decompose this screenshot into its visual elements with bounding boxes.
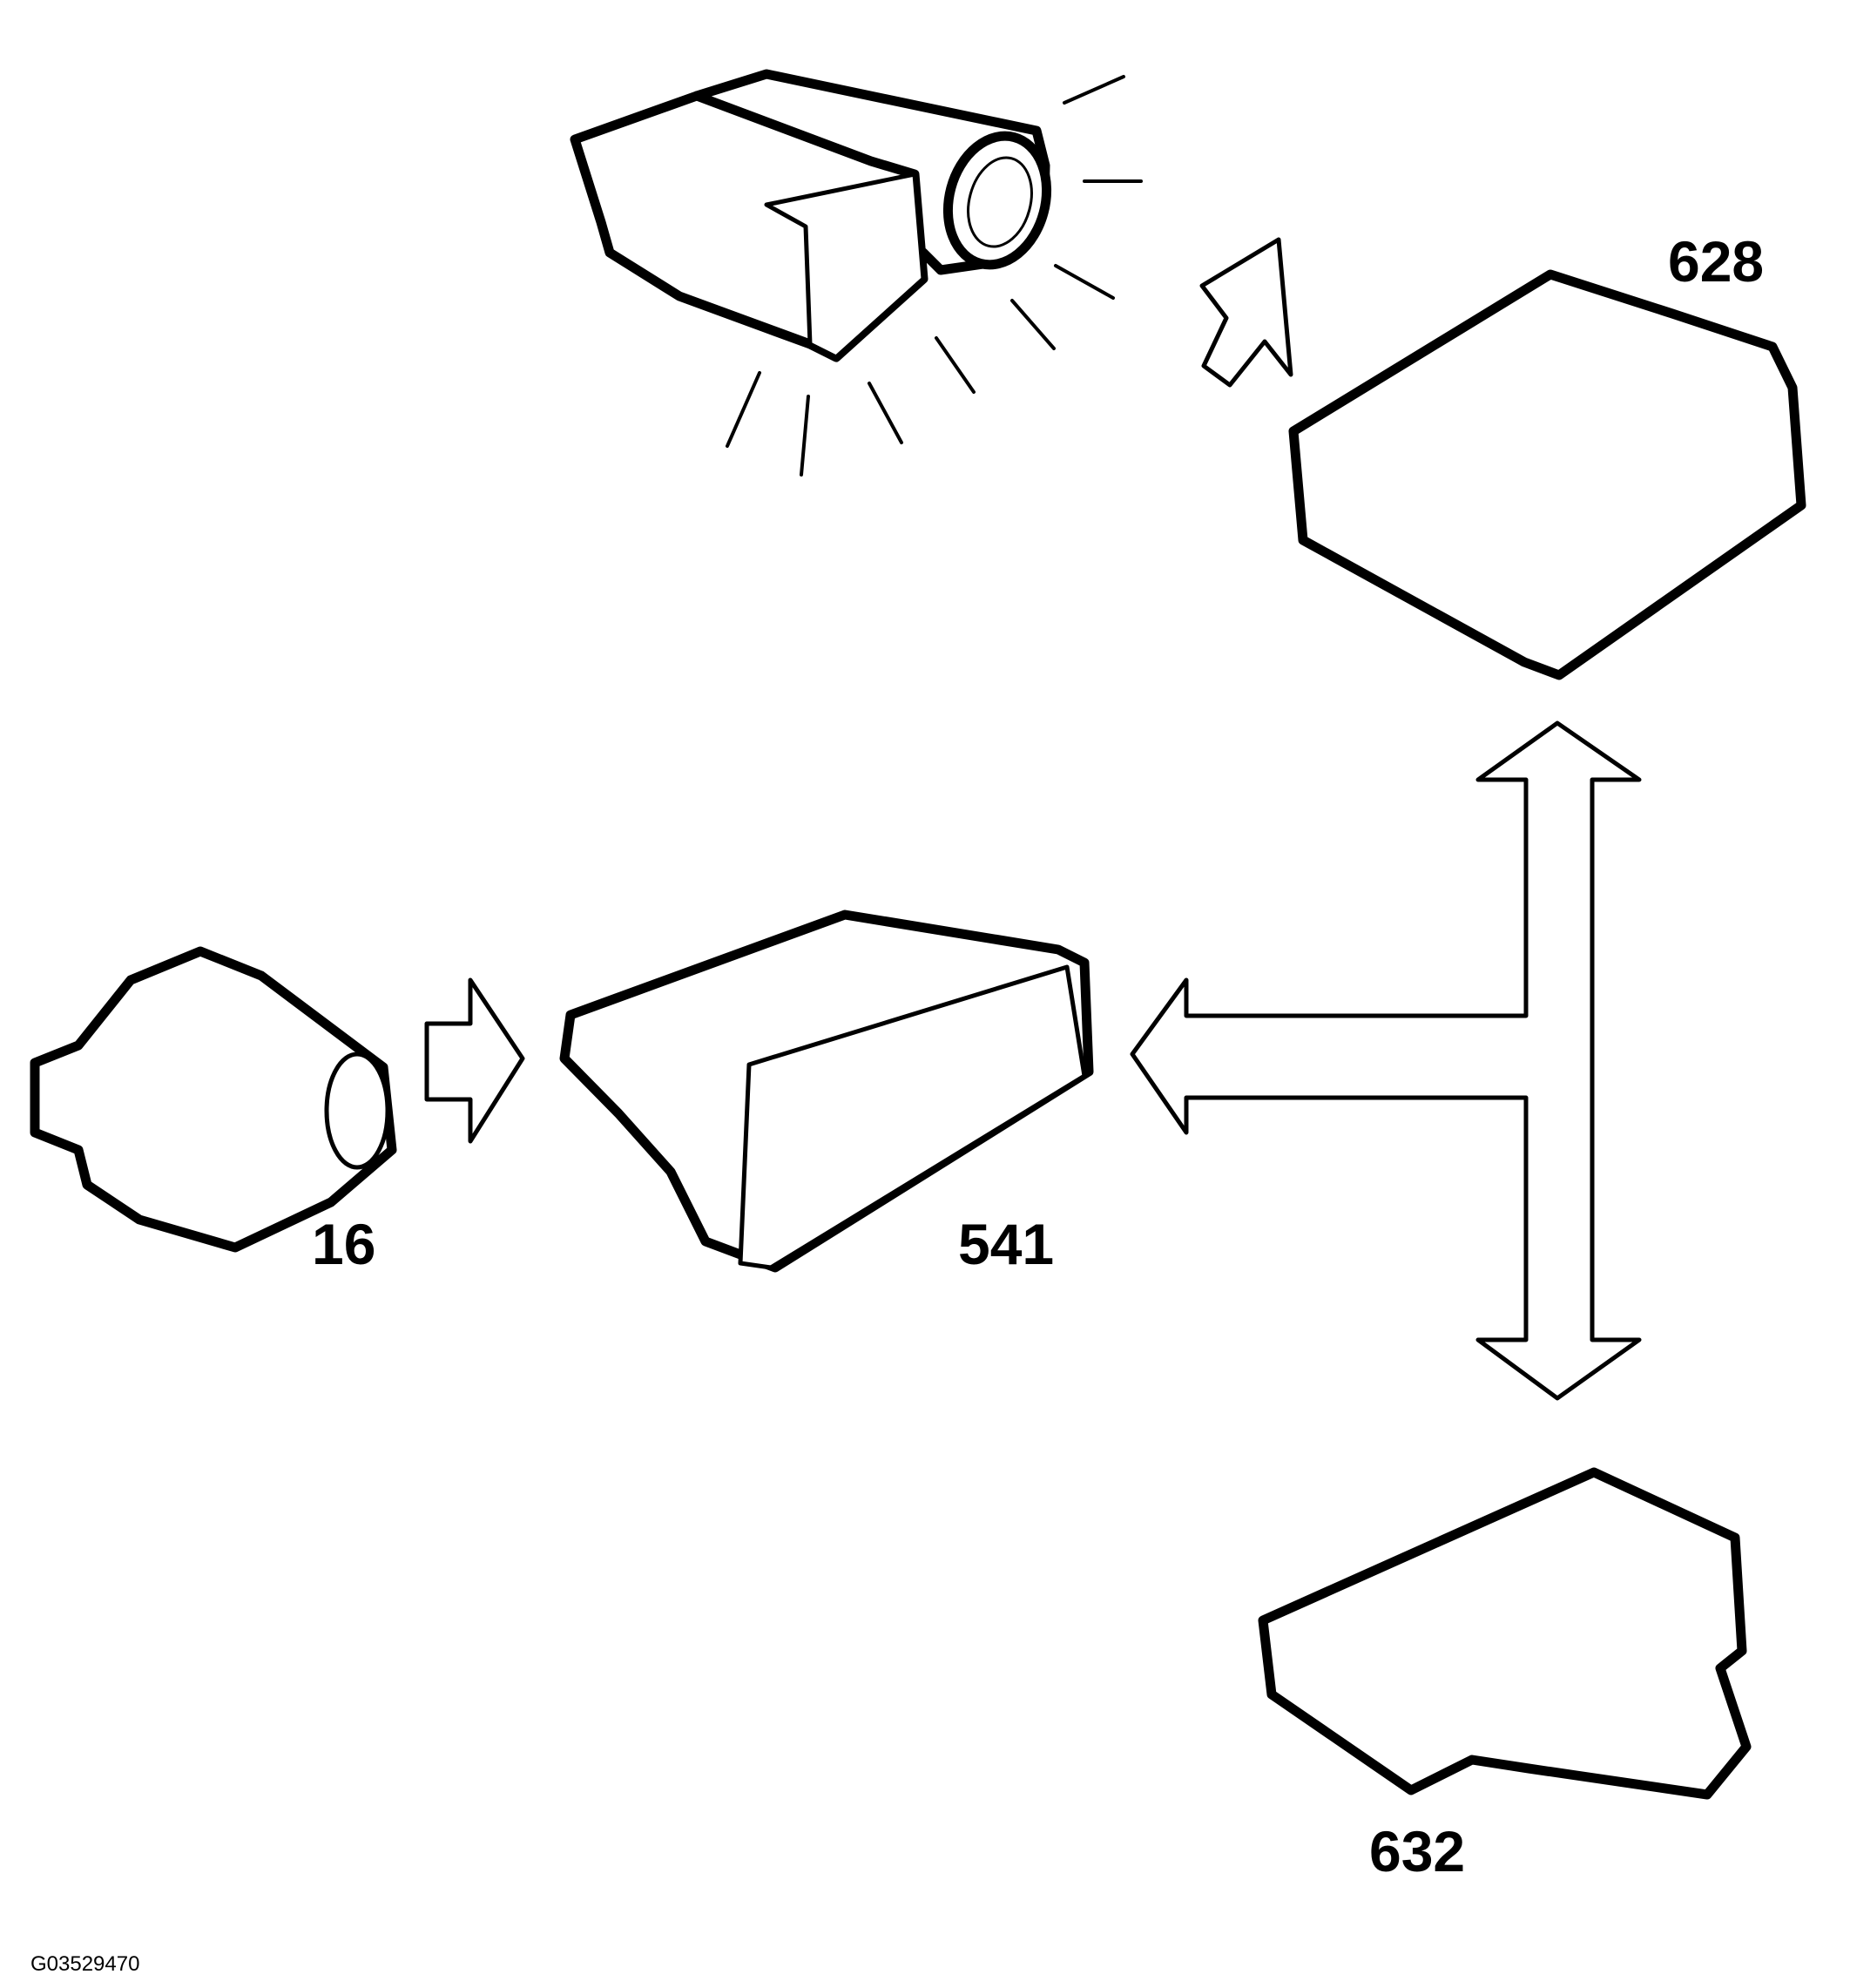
dimmer-wheel: [324, 1051, 390, 1170]
module-628: [1288, 269, 1806, 680]
module-632: [1258, 1467, 1752, 1800]
data-bus-arrows: [1130, 720, 1642, 1401]
display-unit-541: [559, 909, 1094, 1273]
illuminated-switches: [570, 69, 1143, 477]
label-part-16: 16: [312, 1212, 376, 1276]
label-part-628: 628: [1668, 229, 1765, 294]
figure-code: G03529470: [30, 1952, 140, 1976]
signal-arrow-16-to-541: [424, 977, 525, 1144]
label-part-632: 632: [1369, 1819, 1466, 1883]
label-part-541: 541: [958, 1212, 1055, 1276]
fog-light-switch-face: [764, 172, 926, 360]
switch-16: [30, 946, 397, 1253]
signal-arrow-628-to-switches: [1199, 237, 1293, 388]
